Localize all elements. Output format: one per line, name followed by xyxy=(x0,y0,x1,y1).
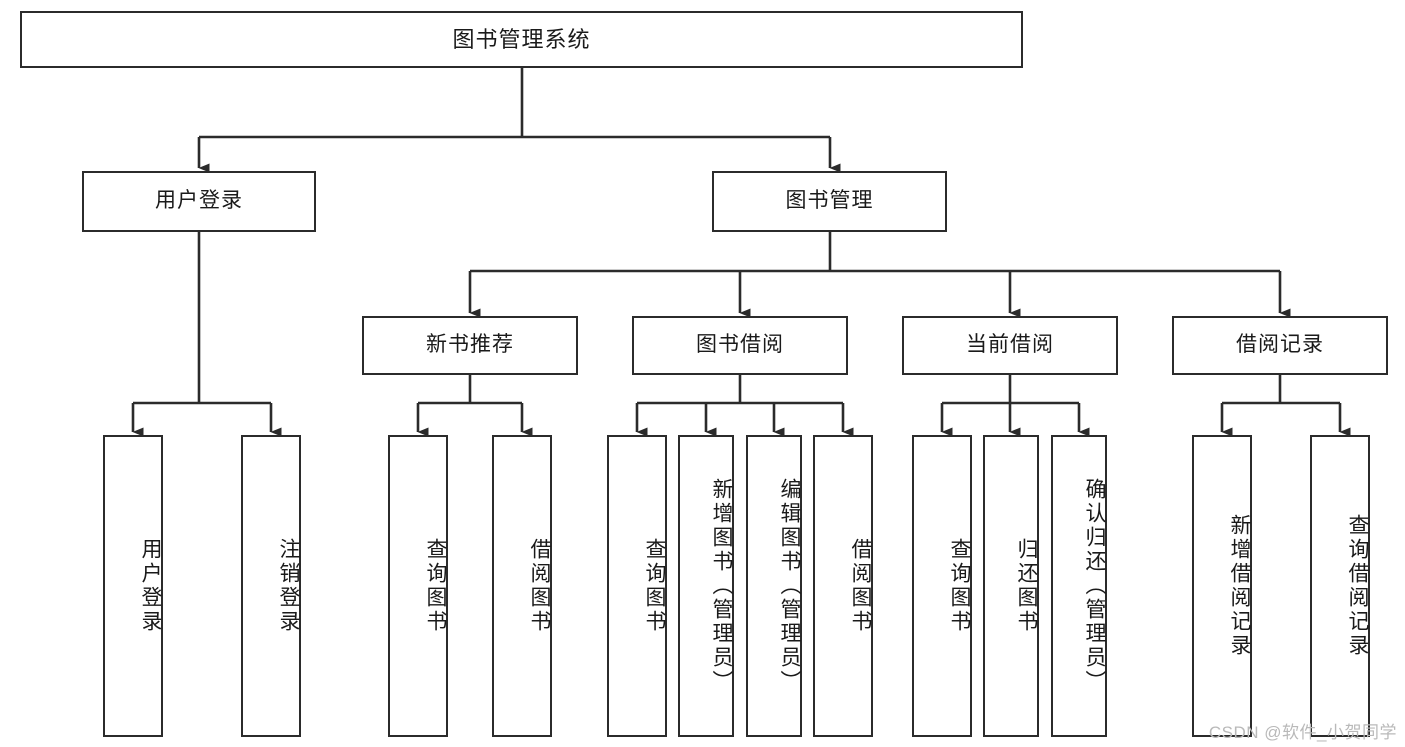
leaf-query-book-current[interactable]: 查询图书 xyxy=(912,435,972,737)
leaf-logout-login-label: 注销登录 xyxy=(277,538,300,634)
leaf-add-borrow-record[interactable]: 新增借阅记录 xyxy=(1192,435,1252,737)
node-root[interactable]: 图书管理系统 xyxy=(20,11,1023,68)
leaf-return-book-label: 归还图书 xyxy=(1015,538,1038,634)
leaf-edit-book[interactable]: 编辑图书（管理员） xyxy=(746,435,802,737)
leaf-borrow-book[interactable]: 借阅图书 xyxy=(813,435,873,737)
node-user-login[interactable]: 用户登录 xyxy=(82,171,316,232)
leaf-query-book-recommend[interactable]: 查询图书 xyxy=(388,435,448,737)
leaf-query-book-borrow-label: 查询图书 xyxy=(643,538,666,634)
leaf-query-book-recommend-label: 查询图书 xyxy=(424,538,447,634)
leaf-borrow-book-recommend-label: 借阅图书 xyxy=(528,538,551,634)
leaf-query-book-borrow[interactable]: 查询图书 xyxy=(607,435,667,737)
node-new-book-recommend-label: 新书推荐 xyxy=(426,333,514,357)
leaf-query-book-current-label: 查询图书 xyxy=(948,538,971,634)
leaf-query-borrow-record[interactable]: 查询借阅记录 xyxy=(1310,435,1370,737)
node-current-borrow-label: 当前借阅 xyxy=(966,333,1054,357)
node-borrow-record-label: 借阅记录 xyxy=(1236,333,1324,357)
node-root-label: 图书管理系统 xyxy=(452,26,591,52)
leaf-add-borrow-record-label: 新增借阅记录 xyxy=(1228,514,1251,658)
leaf-borrow-book-label: 借阅图书 xyxy=(849,538,872,634)
node-book-borrow-label: 图书借阅 xyxy=(696,333,784,357)
node-user-login-label: 用户登录 xyxy=(155,189,243,213)
leaf-edit-book-label: 编辑图书（管理员） xyxy=(778,478,801,694)
node-current-borrow[interactable]: 当前借阅 xyxy=(902,316,1118,375)
node-book-borrow[interactable]: 图书借阅 xyxy=(632,316,848,375)
leaf-user-login[interactable]: 用户登录 xyxy=(103,435,163,737)
leaf-query-borrow-record-label: 查询借阅记录 xyxy=(1346,514,1369,658)
leaf-borrow-book-recommend[interactable]: 借阅图书 xyxy=(492,435,552,737)
node-book-manage[interactable]: 图书管理 xyxy=(712,171,947,232)
leaf-add-book[interactable]: 新增图书（管理员） xyxy=(678,435,734,737)
leaf-user-login-label: 用户登录 xyxy=(139,538,162,634)
leaf-confirm-return-label: 确认归还（管理员） xyxy=(1083,478,1106,694)
leaf-logout-login[interactable]: 注销登录 xyxy=(241,435,301,737)
leaf-return-book[interactable]: 归还图书 xyxy=(983,435,1039,737)
leaf-add-book-label: 新增图书（管理员） xyxy=(710,478,733,694)
leaf-confirm-return[interactable]: 确认归还（管理员） xyxy=(1051,435,1107,737)
node-borrow-record[interactable]: 借阅记录 xyxy=(1172,316,1388,375)
node-book-manage-label: 图书管理 xyxy=(785,189,874,213)
node-new-book-recommend[interactable]: 新书推荐 xyxy=(362,316,578,375)
watermark: CSDN @软件_小贺同学 xyxy=(1208,723,1397,742)
